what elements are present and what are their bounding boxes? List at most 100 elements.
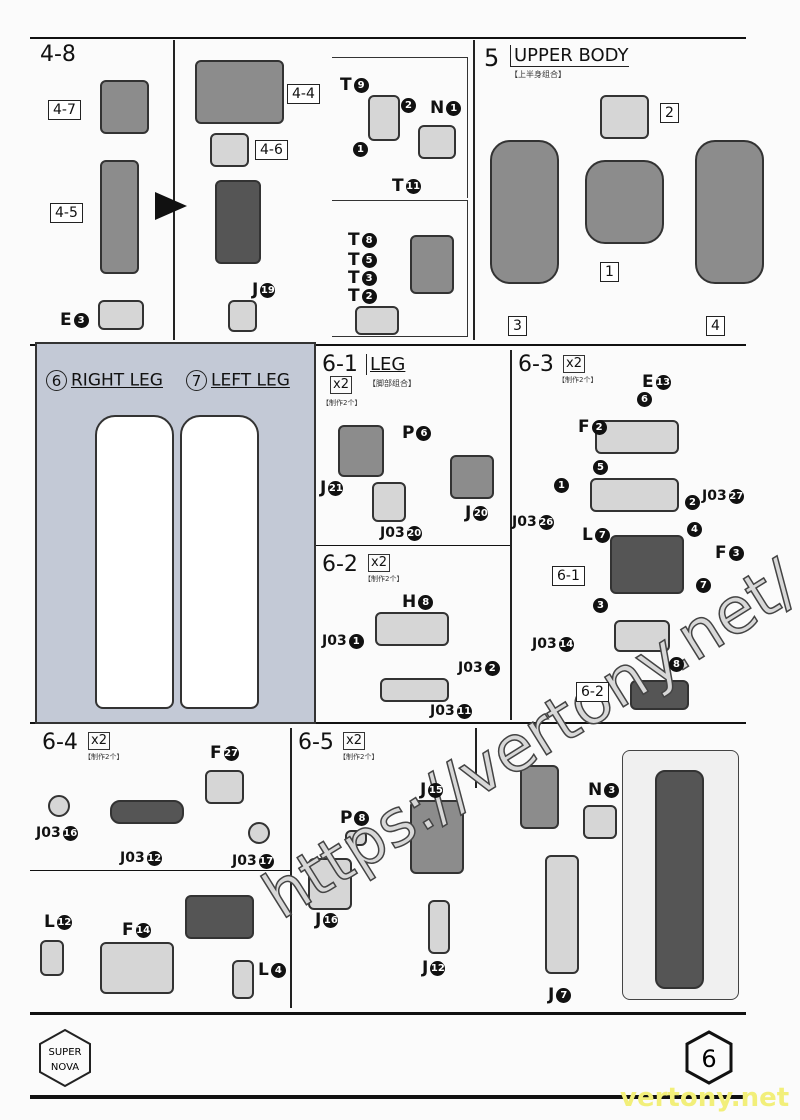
detail-frame xyxy=(332,57,468,198)
left-leg-drawing xyxy=(180,415,259,709)
divider xyxy=(30,1095,746,1099)
part-label: 2 xyxy=(684,495,700,510)
part xyxy=(418,125,456,159)
page-number: 6 xyxy=(685,1030,733,1085)
quantity-badge: x2 xyxy=(368,554,390,572)
arrow-right-icon xyxy=(155,192,187,220)
step-number: 6-4 xyxy=(42,730,78,755)
part xyxy=(410,800,464,874)
part xyxy=(308,858,352,910)
divider xyxy=(312,545,510,546)
part xyxy=(610,535,684,594)
part xyxy=(614,620,670,652)
part xyxy=(585,160,664,244)
svg-text:6: 6 xyxy=(701,1045,716,1073)
part-label: 4 xyxy=(686,522,702,537)
part xyxy=(210,133,249,167)
divider xyxy=(510,350,512,720)
part xyxy=(228,300,257,332)
divider xyxy=(30,344,746,346)
ref-box: 6-1 xyxy=(552,566,585,586)
part-label: 2 xyxy=(400,98,416,113)
part xyxy=(100,942,174,994)
quantity-badge: x2 xyxy=(343,732,365,750)
section-title: UPPER BODY xyxy=(510,45,629,67)
part xyxy=(248,822,270,844)
part xyxy=(345,830,367,846)
part xyxy=(630,680,689,710)
legs-illustration-panel xyxy=(35,342,316,724)
part xyxy=(185,895,254,939)
ref-box: 4-6 xyxy=(255,140,288,160)
step-number: 4-8 xyxy=(40,42,76,67)
part xyxy=(355,306,399,335)
part xyxy=(195,60,284,124)
part xyxy=(98,300,144,330)
part xyxy=(490,140,559,284)
part-label: 1 xyxy=(553,478,569,493)
part xyxy=(372,482,406,522)
part xyxy=(100,160,139,274)
part-label: 5 xyxy=(592,460,608,475)
part xyxy=(338,425,384,477)
step-number: 5 xyxy=(484,44,500,72)
part-label: 7 xyxy=(695,578,711,593)
ref-box: 4-5 xyxy=(50,203,83,223)
part xyxy=(595,420,679,454)
divider xyxy=(290,728,292,1008)
divider xyxy=(30,870,290,871)
step-number: 6-2 xyxy=(322,552,358,577)
part xyxy=(520,765,559,829)
part xyxy=(368,95,400,141)
part-label: 3 xyxy=(592,598,608,613)
step-number: 6-1 xyxy=(322,352,358,377)
part xyxy=(232,960,254,999)
ref-box: 4-4 xyxy=(287,84,320,104)
divider xyxy=(173,40,175,340)
ref-box: 4-7 xyxy=(48,100,81,120)
quantity-note: 【制作2个】 xyxy=(339,753,379,761)
divider xyxy=(473,40,475,340)
ref-box: 1 xyxy=(600,262,619,282)
quantity-note: 【制作2个】 xyxy=(322,399,362,407)
part xyxy=(450,455,494,499)
part xyxy=(100,80,149,134)
divider xyxy=(30,37,746,39)
detail-frame xyxy=(332,200,468,337)
section-title: LEG xyxy=(366,354,405,375)
divider xyxy=(30,722,746,724)
part xyxy=(110,800,184,824)
part xyxy=(545,855,579,974)
part xyxy=(655,770,704,989)
part xyxy=(428,900,450,954)
part xyxy=(380,678,449,702)
section-subtitle: 【脚部组合】 xyxy=(368,379,416,388)
quantity-note: 【制作2个】 xyxy=(558,376,598,384)
part xyxy=(40,940,64,976)
